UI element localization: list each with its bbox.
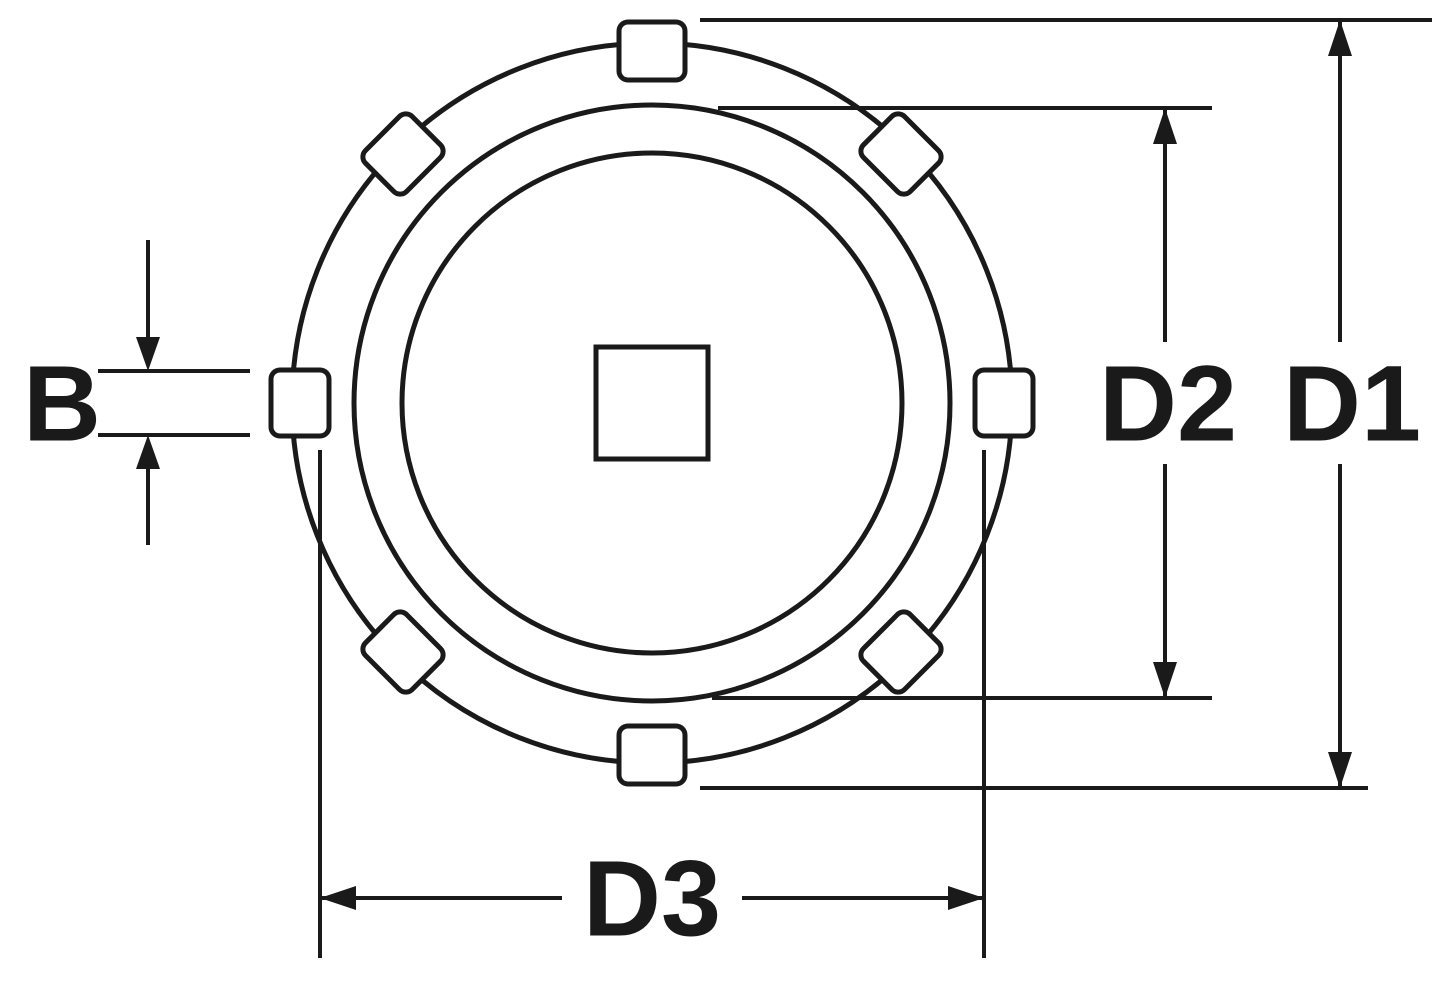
dimension-b: B — [23, 240, 250, 545]
lug-top-right — [858, 111, 944, 197]
lug-right — [972, 367, 1036, 439]
d2-arrow-up-icon — [1153, 108, 1177, 144]
bore-circle — [399, 150, 905, 656]
ring-inner-circle — [351, 102, 953, 704]
label-d3: D3 — [583, 838, 721, 959]
dimension-d2: D2 — [712, 106, 1237, 700]
lug-bottom-right — [858, 609, 944, 695]
label-d1: D1 — [1283, 343, 1421, 464]
d1-arrow-down-icon — [1328, 752, 1352, 788]
drive-lugs — [268, 19, 1036, 787]
lug-bottom-left — [360, 609, 446, 695]
dimension-d3: D3 — [318, 450, 986, 959]
d2-arrow-down-icon — [1153, 662, 1177, 698]
lug-top — [616, 19, 688, 83]
label-d2: D2 — [1099, 343, 1237, 464]
lug-bottom — [616, 723, 688, 787]
square-drive-hole — [593, 344, 711, 462]
b-arrow-down-icon — [136, 337, 160, 371]
d3-arrow-right-icon — [948, 886, 984, 910]
lug-left — [268, 367, 332, 439]
b-arrow-up-icon — [136, 435, 160, 469]
lug-top-left — [360, 111, 446, 197]
dimension-d1: D1 — [700, 18, 1432, 790]
d1-arrow-up-icon — [1328, 20, 1352, 56]
d3-arrow-left-icon — [320, 886, 356, 910]
label-b: B — [23, 343, 101, 464]
